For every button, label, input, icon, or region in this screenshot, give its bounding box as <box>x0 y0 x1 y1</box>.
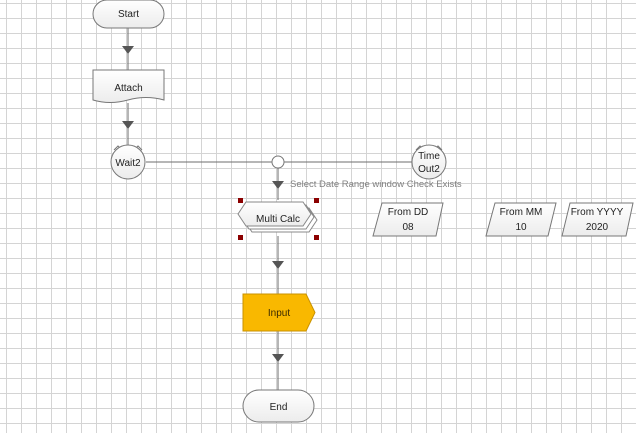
timeout-node[interactable]: Time Out2 <box>411 144 447 180</box>
from-yyyy-label: From YYYY <box>571 207 624 218</box>
from-dd-node[interactable]: From DD 08 <box>372 202 444 237</box>
from-yyyy-node[interactable]: From YYYY 2020 <box>561 202 634 237</box>
arrowhead-to-multicalc <box>272 181 284 189</box>
wait-label: Wait2 <box>115 158 141 169</box>
end-label: End <box>270 402 288 413</box>
timeout-timer-icon <box>411 144 447 180</box>
selection-handle-top-right[interactable] <box>314 198 319 203</box>
attach-node[interactable]: Attach <box>92 69 165 103</box>
attach-label: Attach <box>114 83 142 94</box>
selection-handle-top-left[interactable] <box>238 198 243 203</box>
arrowheads <box>122 46 284 362</box>
multi-calc-label: Multi Calc <box>256 214 300 225</box>
selection-handles <box>238 198 319 240</box>
arrowhead-to-attach <box>122 46 134 54</box>
from-dd-value: 08 <box>402 222 414 233</box>
selection-handle-bottom-left[interactable] <box>238 235 243 240</box>
from-mm-node[interactable]: From MM 10 <box>485 202 557 237</box>
from-dd-label: From DD <box>388 207 429 218</box>
junction-node[interactable] <box>271 155 285 169</box>
connector-label[interactable]: Select Date Range window Check Exists <box>290 179 462 190</box>
input-label: Input <box>268 308 290 319</box>
arrowhead-to-wait <box>122 121 134 129</box>
multi-calc-node[interactable]: Multi Calc <box>237 201 318 233</box>
start-label: Start <box>118 9 139 20</box>
timeout-label-line2: Out2 <box>418 164 440 175</box>
timeout-label-line1: Time <box>418 151 440 162</box>
wait-node[interactable]: Wait2 <box>110 144 146 180</box>
from-mm-value: 10 <box>515 222 527 233</box>
from-mm-label: From MM <box>500 207 543 218</box>
arrowhead-to-end <box>272 354 284 362</box>
from-yyyy-value: 2020 <box>586 222 609 233</box>
start-node[interactable]: Start <box>92 0 165 29</box>
arrowhead-to-input <box>272 261 284 269</box>
input-node[interactable]: Input <box>242 293 316 332</box>
end-node[interactable]: End <box>242 389 315 423</box>
selection-handle-bottom-right[interactable] <box>314 235 319 240</box>
wait-timer-icon <box>110 144 146 180</box>
